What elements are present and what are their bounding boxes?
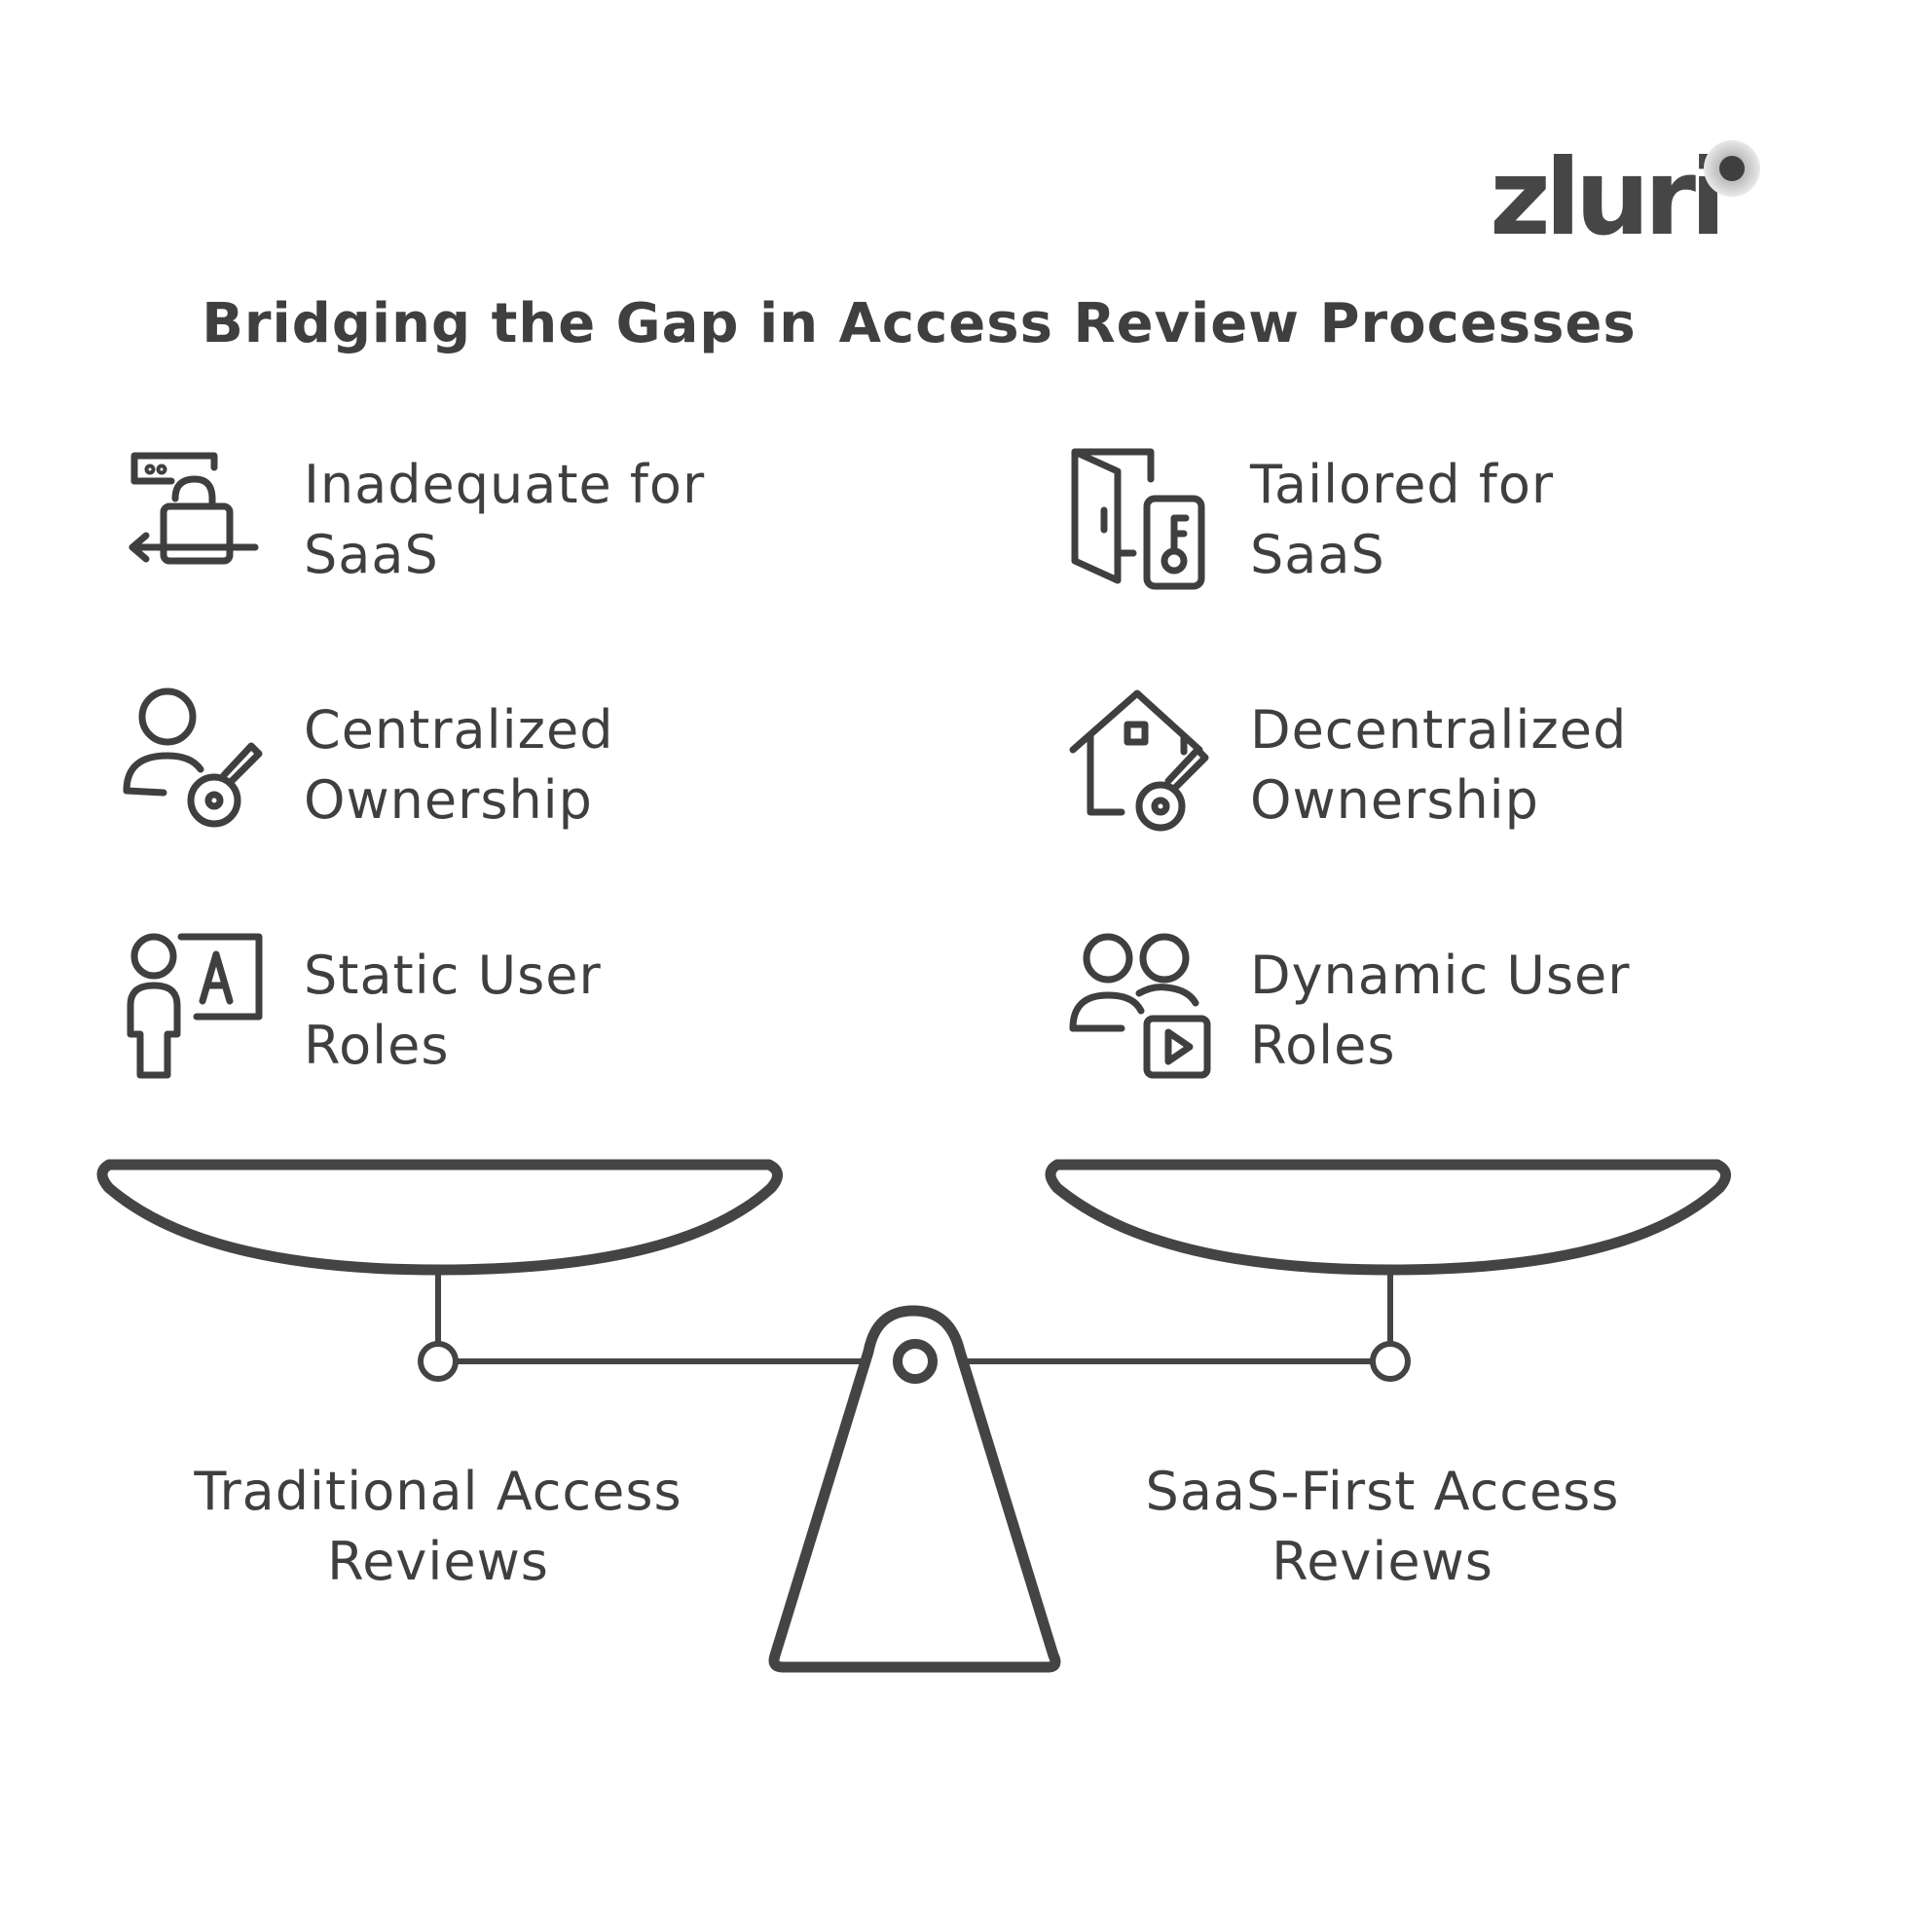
right-pan	[1045, 1159, 1731, 1276]
right-item-label-2: Decentralized Ownership	[1250, 699, 1628, 831]
left-item-label-2: Centralized Ownership	[304, 699, 614, 831]
logo-dot	[1719, 156, 1745, 181]
user-role-card-icon	[127, 933, 263, 1079]
lock-exit-icon	[129, 452, 259, 565]
page-title: Bridging the Gap in Access Review Proces…	[202, 292, 1637, 355]
zluri-logo: zluri	[1490, 137, 1726, 259]
left-item-label-1: Inadequate for SaaS	[304, 454, 706, 585]
left-pan	[96, 1159, 783, 1276]
door-key-icon	[1071, 448, 1205, 590]
fulcrum-pivot	[893, 1339, 938, 1384]
fulcrum	[768, 1305, 1061, 1673]
house-key-icon	[1069, 689, 1209, 832]
right-item-label-3: Dynamic User Roles	[1250, 945, 1631, 1076]
left-scale-label: Traditional Access Reviews	[194, 1461, 682, 1592]
right-hinge	[1370, 1341, 1411, 1382]
right-scale-label: SaaS-First Access Reviews	[1145, 1461, 1620, 1592]
left-hinge	[418, 1341, 459, 1382]
left-item-label-3: Static User Roles	[304, 945, 602, 1076]
right-item-label-1: Tailored for SaaS	[1250, 454, 1555, 585]
users-play-icon	[1069, 933, 1211, 1079]
user-key-icon	[123, 687, 263, 828]
